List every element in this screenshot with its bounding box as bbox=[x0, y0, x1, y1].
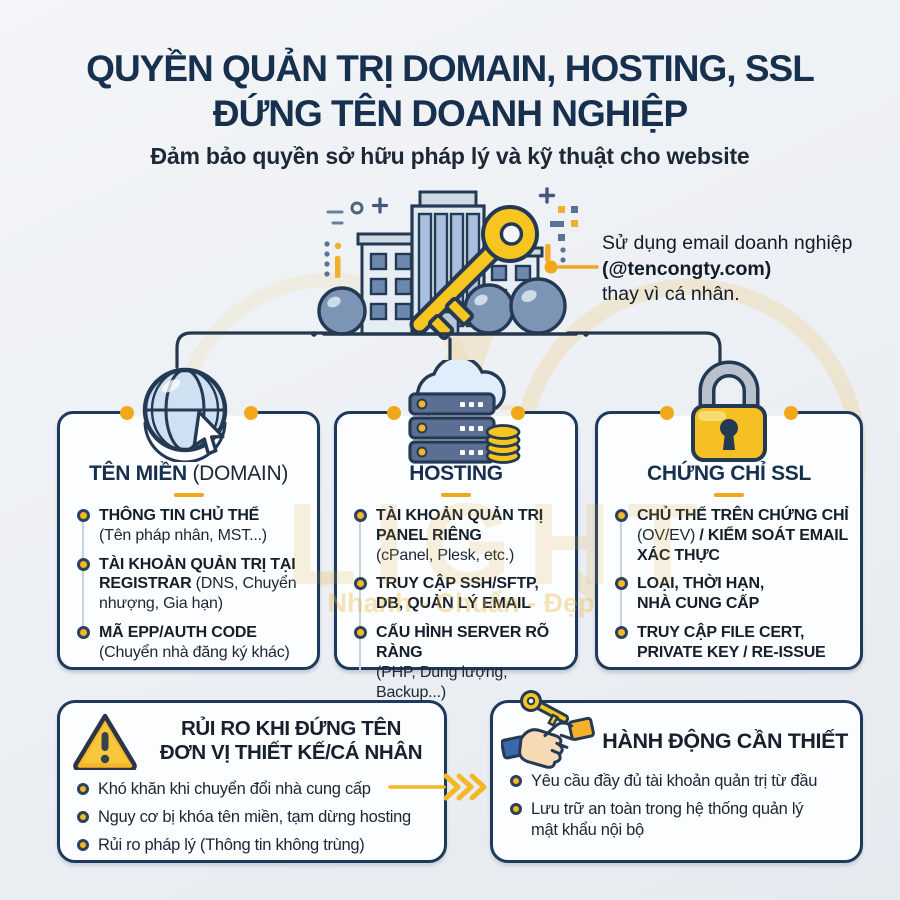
transition-arrow-icon bbox=[388, 773, 487, 801]
action-item-list: Yêu cầu đầy đủ tài khoản quản trị từ đầu… bbox=[510, 771, 854, 840]
padlock-icon bbox=[691, 360, 767, 462]
list-item: TÀI KHOẢN QUẢN TRỊ PANEL RIÊNG (cPanel, … bbox=[354, 506, 565, 565]
card-hosting: HOSTING TÀI KHOẢN QUẢN TRỊ PANEL RIÊNG (… bbox=[334, 360, 578, 699]
gap-dot-icon bbox=[784, 406, 798, 420]
title-underline bbox=[714, 493, 744, 497]
card-domain-title: TÊN MIỀN (DOMAIN) bbox=[60, 462, 317, 486]
bullet-dot-icon bbox=[77, 509, 90, 522]
list-item-text: Rủi ro pháp lý (Thông tin không trùng) bbox=[98, 835, 365, 854]
email-note-domain: (@tencongty.com) bbox=[602, 257, 772, 280]
gap-dot-icon bbox=[119, 406, 134, 420]
list-item: Khó khăn khi chuyển đổi nhà cung cấp bbox=[77, 779, 438, 800]
gap-dot-icon bbox=[511, 406, 525, 420]
gap-dot-icon bbox=[387, 406, 401, 420]
gap-dot-icon bbox=[660, 406, 674, 420]
email-note: Sử dụng email doanh nghiệp (@tencongty.c… bbox=[602, 231, 853, 308]
card-ssl: CHỨNG CHỈ SSL CHỦ THỂ TRÊN CHỨNG CHỈ (OV… bbox=[595, 360, 863, 670]
bullet-dot-icon bbox=[77, 810, 89, 823]
cloud-server-icon bbox=[408, 360, 521, 464]
page-title-line1: QUYỀN QUẢN TRỊ DOMAIN, HOSTING, SSL bbox=[86, 48, 815, 89]
ssl-item-list: CHỦ THỂ TRÊN CHỨNG CHỈ (OV/EV) / KIỂM SO… bbox=[615, 506, 850, 663]
warning-triangle-icon bbox=[73, 713, 137, 770]
list-item: THÔNG TIN CHỦ THỂ (Tên pháp nhân, MST...… bbox=[77, 506, 307, 546]
card-title-note: (DOMAIN) bbox=[186, 462, 289, 485]
globe-cursor-icon bbox=[142, 367, 227, 462]
list-item-text: TRUY CẬP SSH/SFTP, DB, QUẢN LÝ EMAIL bbox=[376, 575, 539, 613]
page-subtitle: Đảm bảo quyền sở hữu pháp lý và kỹ thuật… bbox=[150, 143, 750, 169]
list-item: MÃ EPP/AUTH CODE (Chuyển nhà đăng ký khá… bbox=[77, 623, 307, 663]
list-item-text: CẤU HÌNH SERVER RÕ RÀNG (PHP, Dung lượng… bbox=[376, 624, 550, 701]
bullet-dot-icon bbox=[615, 626, 628, 640]
list-item-text: TÀI KHOẢN QUẢN TRỊ TẠI REGISTRAR (DNS, C… bbox=[99, 555, 297, 613]
list-item: CHỦ THỂ TRÊN CHỨNG CHỈ (OV/EV) / KIỂM SO… bbox=[615, 506, 850, 565]
action-box: HÀNH ĐỘNG CẦN THIẾT Yêu cầu đầy đủ tài k… bbox=[490, 690, 863, 863]
card-title-main: HOSTING bbox=[409, 462, 503, 485]
list-item: Yêu cầu đầy đủ tài khoản quản trị từ đầu bbox=[510, 771, 854, 792]
list-item-text: Yêu cầu đầy đủ tài khoản quản trị từ đầu bbox=[531, 772, 818, 790]
list-item-text: LOẠI, THỜI HẠN, NHÀ CUNG CẤP bbox=[637, 575, 765, 613]
list-item-text: TÀI KHOẢN QUẢN TRỊ PANEL RIÊNG (cPanel, … bbox=[376, 507, 544, 564]
bullet-dot-icon bbox=[615, 577, 628, 591]
list-item-text: THÔNG TIN CHỦ THỂ (Tên pháp nhân, MST...… bbox=[99, 507, 267, 544]
risk-title-line1: RỦI RO KHI ĐỨNG TÊN bbox=[180, 717, 402, 741]
risk-box-title: RỦI RO KHI ĐỨNG TÊN ĐƠN VỊ THIẾT KẾ/CÁ N… bbox=[146, 717, 436, 765]
card-title-main: TÊN MIỀN bbox=[88, 462, 187, 485]
list-item-text: Nguy cơ bị khóa tên miền, tạm dừng hosti… bbox=[98, 807, 411, 826]
bullet-dot-icon bbox=[77, 626, 90, 640]
bullet-dot-icon bbox=[510, 775, 522, 787]
list-item: CẤU HÌNH SERVER RÕ RÀNG (PHP, Dung lượng… bbox=[354, 623, 565, 702]
gap-dot-icon bbox=[243, 406, 258, 420]
risk-box: RỦI RO KHI ĐỨNG TÊN ĐƠN VỊ THIẾT KẾ/CÁ N… bbox=[57, 700, 447, 863]
list-item-text: Lưu trữ an toàn trong hệ thống quản lý m… bbox=[531, 799, 804, 839]
list-item: TRUY CẬP SSH/SFTP, DB, QUẢN LÝ EMAIL bbox=[354, 574, 565, 614]
bullet-dot-icon bbox=[77, 783, 89, 795]
card-ssl-title: CHỨNG CHỈ SSL bbox=[598, 462, 860, 486]
title-underline bbox=[173, 493, 204, 497]
bullet-dot-icon bbox=[77, 557, 90, 571]
list-item-text: TRUY CẬP FILE CERT, PRIVATE KEY / RE-ISS… bbox=[637, 624, 826, 661]
office-building-key-icon bbox=[311, 187, 589, 340]
list-item: Lưu trữ an toàn trong hệ thống quản lý m… bbox=[510, 799, 854, 841]
bullet-dot-icon bbox=[77, 838, 89, 851]
action-box-title: HÀNH ĐỘNG CẦN THIẾT bbox=[602, 729, 848, 753]
bullet-dot-icon bbox=[510, 802, 522, 815]
list-item: TRUY CẬP FILE CERT, PRIVATE KEY / RE-ISS… bbox=[615, 623, 850, 663]
bullet-dot-icon bbox=[354, 577, 367, 591]
bullet-dot-icon bbox=[354, 509, 367, 522]
email-note-line3: thay vì cá nhân. bbox=[602, 283, 740, 306]
risk-title-line2: ĐƠN VỊ THIẾT KẾ/CÁ NHÂN bbox=[159, 741, 423, 764]
title-underline bbox=[441, 493, 471, 497]
list-item-text: CHỦ THỂ TRÊN CHỨNG CHỈ (OV/EV) / KIỂM SO… bbox=[637, 507, 849, 564]
list-item: Rủi ro pháp lý (Thông tin không trùng) bbox=[77, 835, 438, 856]
page-title-line2: ĐỨNG TÊN DOANH NGHIỆP bbox=[212, 93, 688, 134]
list-item: TÀI KHOẢN QUẢN TRỊ TẠI REGISTRAR (DNS, C… bbox=[77, 555, 307, 614]
risk-box-header: RỦI RO KHI ĐỨNG TÊN ĐƠN VỊ THIẾT KẾ/CÁ N… bbox=[60, 703, 444, 770]
list-item: LOẠI, THỜI HẠN, NHÀ CUNG CẤP bbox=[615, 574, 850, 614]
hosting-item-list: TÀI KHOẢN QUẢN TRỊ PANEL RIÊNG (cPanel, … bbox=[354, 506, 565, 702]
list-item-text: MÃ EPP/AUTH CODE (Chuyển nhà đăng ký khá… bbox=[99, 624, 290, 661]
card-hosting-title: HOSTING bbox=[337, 462, 575, 486]
card-domain: TÊN MIỀN (DOMAIN) THÔNG TIN CHỦ THỂ (Tên… bbox=[57, 367, 320, 670]
email-note-line1: Sử dụng email doanh nghiệp bbox=[602, 232, 853, 254]
card-title-main: CHỨNG CHỈ SSL bbox=[646, 462, 812, 485]
domain-item-list: THÔNG TIN CHỦ THỂ (Tên pháp nhân, MST...… bbox=[77, 506, 307, 663]
list-item-text: Khó khăn khi chuyển đổi nhà cung cấp bbox=[98, 780, 371, 798]
list-item: Nguy cơ bị khóa tên miền, tạm dừng hosti… bbox=[77, 807, 438, 828]
handshake-key-icon bbox=[501, 690, 595, 769]
bullet-dot-icon bbox=[354, 626, 367, 640]
bullet-dot-icon bbox=[615, 509, 628, 522]
